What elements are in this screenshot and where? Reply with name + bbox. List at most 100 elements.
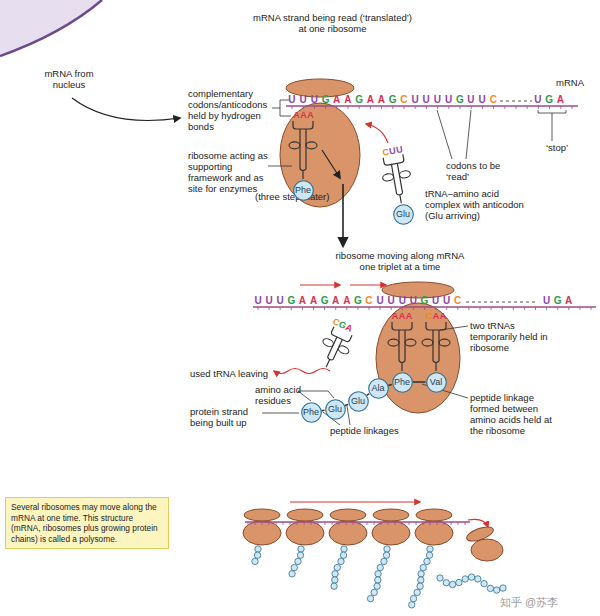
protein-chain bbox=[331, 546, 347, 590]
amino-acid-bead bbox=[456, 579, 462, 585]
anticodon-loop bbox=[392, 322, 412, 330]
peptide-linkage bbox=[345, 404, 348, 405]
mrna-tick bbox=[348, 106, 349, 109]
amino-acid-name: Val bbox=[426, 372, 447, 393]
amino-acid-bead bbox=[255, 546, 261, 552]
mrna-tick bbox=[381, 106, 382, 109]
base-letter: A bbox=[440, 311, 447, 321]
trna-molecule bbox=[289, 121, 317, 179]
ribosome bbox=[243, 509, 281, 545]
ribosome-small-subunit bbox=[465, 524, 495, 544]
mrna-tick bbox=[292, 106, 293, 109]
mrna-tick bbox=[402, 522, 403, 525]
amino-acid-bead bbox=[383, 552, 389, 558]
base-letter: U bbox=[541, 296, 552, 306]
mrna-tick bbox=[335, 307, 336, 310]
trna-stem bbox=[300, 129, 306, 179]
mrna-tick bbox=[448, 106, 449, 109]
trna-molecule bbox=[388, 322, 416, 371]
mrna-tick bbox=[367, 522, 368, 525]
base-letter: A bbox=[563, 296, 574, 306]
base-letter: U bbox=[432, 95, 443, 105]
base-letter: U bbox=[421, 95, 432, 105]
amino-acid-bead bbox=[377, 564, 383, 570]
mrna-tick bbox=[557, 307, 558, 310]
base-letter: A bbox=[365, 95, 376, 105]
mrna-tick bbox=[359, 106, 360, 109]
amino-acid-name: Glu bbox=[325, 399, 346, 420]
mrna-ticks bbox=[248, 522, 465, 525]
amino-acid-bead bbox=[374, 583, 380, 589]
amino-acid-circle: Ala bbox=[368, 378, 389, 399]
ribosome-large-subunit bbox=[243, 521, 281, 545]
amino-acid-bead bbox=[426, 552, 432, 558]
ribosome-small-subunit bbox=[244, 509, 280, 521]
leader-line bbox=[437, 110, 471, 159]
mrna-tick bbox=[388, 522, 389, 525]
trna-loop bbox=[405, 339, 416, 346]
amino-acid-circle: Glu bbox=[325, 399, 346, 420]
trna-loop bbox=[382, 173, 394, 182]
base-letter: C bbox=[488, 95, 499, 105]
mrna-tick bbox=[303, 106, 304, 109]
trna-loop bbox=[306, 142, 317, 149]
mrna-tick bbox=[424, 307, 425, 310]
mrna-tick bbox=[457, 307, 458, 310]
mrna-tick bbox=[413, 307, 414, 310]
mrna-tick bbox=[426, 106, 427, 109]
base-letter: G bbox=[286, 296, 297, 306]
callout-label: ‘stop’ bbox=[546, 142, 568, 153]
amino-acid-bead bbox=[332, 571, 338, 577]
motion-arrow bbox=[350, 284, 386, 285]
anticodon-loop bbox=[293, 121, 313, 129]
circle-shape bbox=[325, 399, 345, 419]
amino-acid-bead bbox=[298, 546, 304, 552]
mrna-tick bbox=[346, 307, 347, 310]
amino-acid-bead bbox=[500, 585, 506, 591]
flow-arrow bbox=[342, 184, 344, 246]
mrna-strand bbox=[286, 105, 578, 106]
mrna-tick bbox=[370, 106, 371, 109]
ribosome-small-subunit bbox=[330, 509, 366, 521]
trna-molecule bbox=[379, 154, 415, 206]
mrna-tick bbox=[302, 307, 303, 310]
note-box: Several ribosomes may move along the mRN… bbox=[5, 497, 169, 549]
circle-shape bbox=[392, 372, 412, 392]
mrna-tick bbox=[313, 307, 314, 310]
amino-acid-bead bbox=[449, 581, 455, 587]
callout-label: codons to be ‘read’ bbox=[446, 160, 508, 182]
amino-acid-bead bbox=[367, 595, 373, 601]
amino-acid-bead bbox=[420, 564, 426, 570]
amino-acid-circle: Glu bbox=[348, 391, 369, 412]
amino-acid-circle: Glu bbox=[393, 204, 414, 225]
mrna-tick bbox=[415, 106, 416, 109]
mrna-ticks bbox=[258, 307, 591, 310]
stop-codon: UGA bbox=[532, 95, 566, 105]
amino-acid-bead bbox=[295, 558, 301, 564]
mrna-tick bbox=[465, 522, 466, 525]
trna-loop bbox=[388, 339, 399, 346]
base-letter: G bbox=[544, 95, 555, 105]
mrna-tick bbox=[304, 522, 305, 525]
base-letter: U bbox=[253, 296, 264, 306]
mrna-tick bbox=[262, 522, 263, 525]
mrna-tick bbox=[357, 307, 358, 310]
mrna-tick bbox=[369, 307, 370, 310]
mrna-tick bbox=[493, 106, 494, 109]
base-letter: A bbox=[342, 95, 353, 105]
amino-acid-bead bbox=[331, 583, 337, 589]
amino-acid-name: Glu bbox=[348, 391, 369, 412]
mrna-tick bbox=[430, 522, 431, 525]
mrna-tick bbox=[527, 106, 528, 109]
mrna-tick bbox=[546, 307, 547, 310]
mrna-tick bbox=[435, 307, 436, 310]
amino-acid-bead bbox=[487, 585, 493, 591]
ribosome-large-subunit bbox=[376, 303, 460, 413]
base-letter: A bbox=[297, 296, 308, 306]
mrna-tick bbox=[276, 522, 277, 525]
mrna-tick bbox=[535, 307, 536, 310]
ribosome bbox=[286, 509, 324, 545]
mrna-tick bbox=[336, 106, 337, 109]
base-letter: A bbox=[433, 311, 440, 321]
mrna-tick bbox=[560, 106, 561, 109]
